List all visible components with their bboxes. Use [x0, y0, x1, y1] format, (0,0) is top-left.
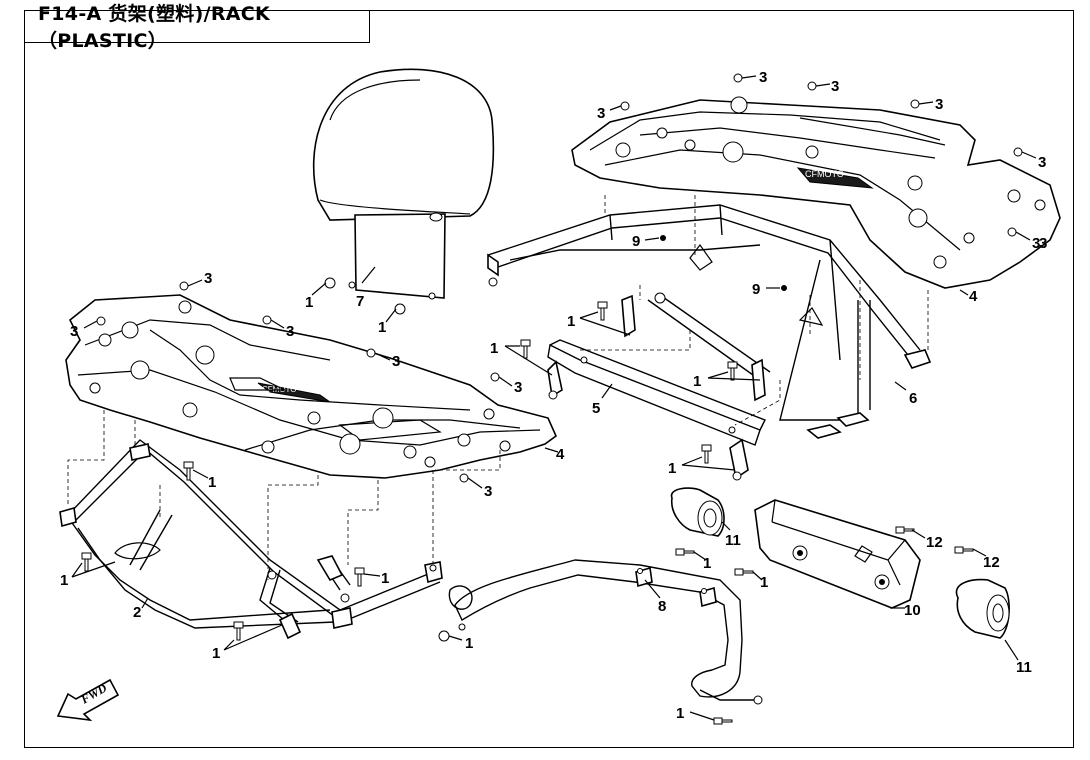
- callout-label: 12: [983, 554, 1000, 571]
- callout-label: 3: [70, 323, 78, 340]
- callout-label: 1: [212, 645, 220, 662]
- svg-text:CFMOTO: CFMOTO: [805, 169, 844, 179]
- callout-label: 3: [935, 96, 943, 113]
- callout-label: 3: [484, 483, 492, 500]
- callout-label: 7: [356, 293, 364, 310]
- callout-label: 3: [597, 105, 605, 122]
- callout-label: 12: [926, 534, 943, 551]
- callout-label: 5: [592, 400, 600, 417]
- callout-label: 8: [658, 598, 666, 615]
- callout-label: 3: [204, 270, 212, 287]
- title-text: F14-A 货架(塑料)/RACK（PLASTIC）: [38, 3, 271, 52]
- callout-label: 4: [556, 446, 565, 463]
- callout-label: 11: [1016, 659, 1032, 676]
- callout-label: 9: [632, 233, 640, 250]
- grab-handle: [448, 559, 763, 705]
- callout-label: 1: [378, 319, 386, 336]
- callout-label: 10: [904, 602, 921, 619]
- callout-label: 1: [760, 574, 768, 591]
- foam-grip-upper: [670, 487, 725, 537]
- callout-label: 3: [392, 353, 400, 370]
- callout-label: 1: [490, 340, 498, 357]
- callout-label: 3: [1038, 154, 1046, 171]
- rear-dashed-leaders: [580, 195, 929, 426]
- callout-label: 1: [465, 635, 473, 652]
- callout-label: 3: [514, 379, 522, 396]
- rear-frame: [487, 204, 932, 439]
- mount-bracket: [754, 499, 921, 609]
- callout-label: 1: [693, 373, 701, 390]
- callout-labels: 3 3 3 3 3 9 9 4 3 1 1 1 1 5 6 3 3 1 7 1 …: [60, 69, 1047, 722]
- callout-label: 1: [703, 555, 711, 572]
- callout-label: 11: [725, 532, 741, 549]
- callout-label: 3: [759, 69, 767, 86]
- callout-label: 9: [752, 281, 760, 298]
- callout-label: 6: [909, 390, 917, 407]
- callout-label: 4: [969, 288, 978, 305]
- foam-grip-lower: [955, 578, 1010, 639]
- callout-label: 1: [668, 460, 676, 477]
- callout-label: 1: [567, 313, 575, 330]
- diagram-title: F14-A 货架(塑料)/RACK（PLASTIC）: [24, 3, 370, 52]
- callout-label: 3: [286, 323, 294, 340]
- callout-label: 3: [831, 78, 839, 95]
- callout-label: 3: [1039, 235, 1047, 252]
- callout-label: 1: [208, 474, 216, 491]
- diagram-frame: [24, 10, 1074, 748]
- callout-label: 2: [133, 604, 141, 621]
- backrest: [312, 68, 495, 300]
- forward-arrow: FWD: [56, 678, 120, 722]
- callout-label: 1: [60, 572, 68, 589]
- callout-label: 1: [676, 705, 684, 722]
- front-rack: CFMOTO: [65, 294, 557, 479]
- front-frame: [59, 439, 443, 640]
- callout-label: 1: [381, 570, 389, 587]
- leader-lines: [71, 75, 1037, 721]
- callout-label: 1: [305, 294, 313, 311]
- front-dashed-leaders: [67, 410, 501, 580]
- rear-bracket: [547, 294, 766, 481]
- fasteners: [81, 73, 1023, 725]
- rear-rack: CFMOTO: [571, 96, 1061, 289]
- callout-label: 3: [1032, 235, 1040, 252]
